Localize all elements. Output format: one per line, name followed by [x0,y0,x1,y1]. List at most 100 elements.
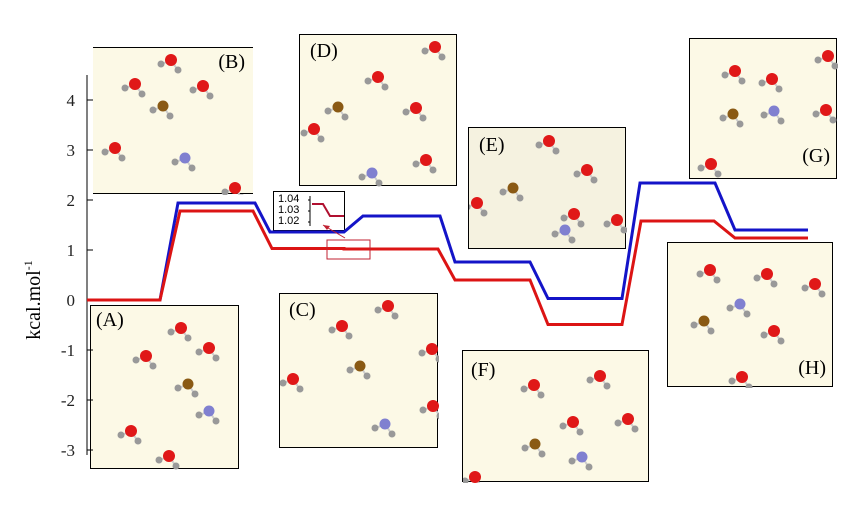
hydrogen-atom [631,425,639,433]
nitrogen-atom [576,451,588,463]
oxygen-atom [410,102,422,114]
oxygen-atom [736,371,748,383]
oxygen-atom [197,80,209,92]
oxygen-atom [705,158,717,170]
hydrogen-atom [463,477,469,483]
y-tick-label: 2 [67,191,76,210]
oxygen-atom [129,78,141,90]
sulfur-atom [182,378,194,390]
inset-tick-3: 1.02 [278,215,300,227]
hydrogen-atom [559,422,567,430]
hydrogen-atom [363,372,371,380]
hydrogen-atom [560,214,568,222]
hydrogen-atom [814,56,822,64]
hydrogen-atom [590,176,598,184]
hydrogen-atom [206,92,214,100]
hydrogen-atom [728,377,736,385]
hydrogen-atom [118,154,126,162]
oxygen-atom [729,65,741,77]
oxygen-atom [175,322,187,334]
oxygen-atom [308,123,320,135]
hydrogen-atom [713,276,721,284]
inset-red-line [312,203,344,217]
inset-tick-2: 1.03 [278,204,300,216]
panel-label-f: (F) [471,359,496,381]
hydrogen-atom [480,209,488,217]
hydrogen-atom [499,188,507,196]
oxygen-atom [568,208,580,220]
oxygen-atom [427,400,439,412]
hydrogen-atom [419,114,427,122]
oxygen-atom [372,71,384,83]
hydrogen-atom [603,382,611,390]
hydrogen-atom [184,334,192,342]
oxygen-atom [336,320,348,332]
hydrogen-atom [188,164,196,172]
sulfur-atom [529,438,541,450]
hydrogen-atom [707,327,715,335]
oxygen-atom [822,50,834,62]
hydrogen-atom [132,356,140,364]
molecule-cluster-f [463,370,639,483]
hydrogen-atom [620,226,627,234]
hydrogen-atom [831,62,838,70]
hydrogen-atom [391,312,399,320]
panel-label-d: (D) [310,40,338,62]
hydrogen-atom [697,164,705,172]
hydrogen-atom [775,85,783,93]
hydrogen-atom [189,86,197,94]
hydrogen-atom [535,141,543,149]
nitrogen-atom [379,418,391,430]
hydrogen-atom [436,412,439,420]
hydrogen-atom [324,107,332,115]
hydrogen-atom [418,349,426,357]
hydrogen-atom [777,117,785,125]
hydrogen-atom [721,71,729,79]
hydrogen-atom [346,366,354,374]
hydrogen-atom [614,419,622,427]
y-tick-label: 1 [67,241,76,260]
hydrogen-atom [760,331,768,339]
hydrogen-atom [537,391,545,399]
hydrogen-atom [696,270,704,278]
hydrogen-atom [149,106,157,114]
molecule-cluster-c [280,300,439,438]
sulfur-atom [157,100,169,112]
oxygen-atom [528,379,540,391]
hydrogen-atom [280,379,287,387]
sulfur-atom [507,182,519,194]
hydrogen-atom [212,354,220,362]
nitrogen-atom [203,405,215,417]
structure-panel-c: (C) [279,293,439,448]
sulfur-atom [698,315,710,327]
structure-panel-b: (B) [93,47,253,195]
hydrogen-atom [388,430,396,438]
hydrogen-atom [551,230,559,238]
hydrogen-atom [829,116,837,124]
hydrogen-atom [719,114,727,122]
hydrogen-atom [117,431,125,439]
structure-panel-d: (D) [299,34,457,187]
series-lines [87,181,808,326]
hydrogen-atom [221,188,229,195]
hydrogen-atom [760,111,768,119]
hydrogen-atom [521,444,529,452]
molecules-h [690,264,826,388]
hydrogen-atom [341,113,349,121]
hydrogen-atom [371,424,379,432]
sulfur-atom [354,360,366,372]
oxygen-atom [704,264,716,276]
molecule-cluster-h [690,264,826,388]
y-tick-label: -2 [61,391,75,410]
molecules-g [697,50,838,178]
hydrogen-atom [374,306,382,314]
hydrogen-atom [212,417,220,425]
molecule-cluster-g [697,50,838,178]
hydrogen-atom [690,321,698,329]
hydrogen-atom [121,84,129,92]
hydrogen-atom [770,280,778,288]
hydrogen-atom [753,274,761,282]
hydrogen-atom [745,383,753,388]
hydrogen-atom [435,355,439,363]
